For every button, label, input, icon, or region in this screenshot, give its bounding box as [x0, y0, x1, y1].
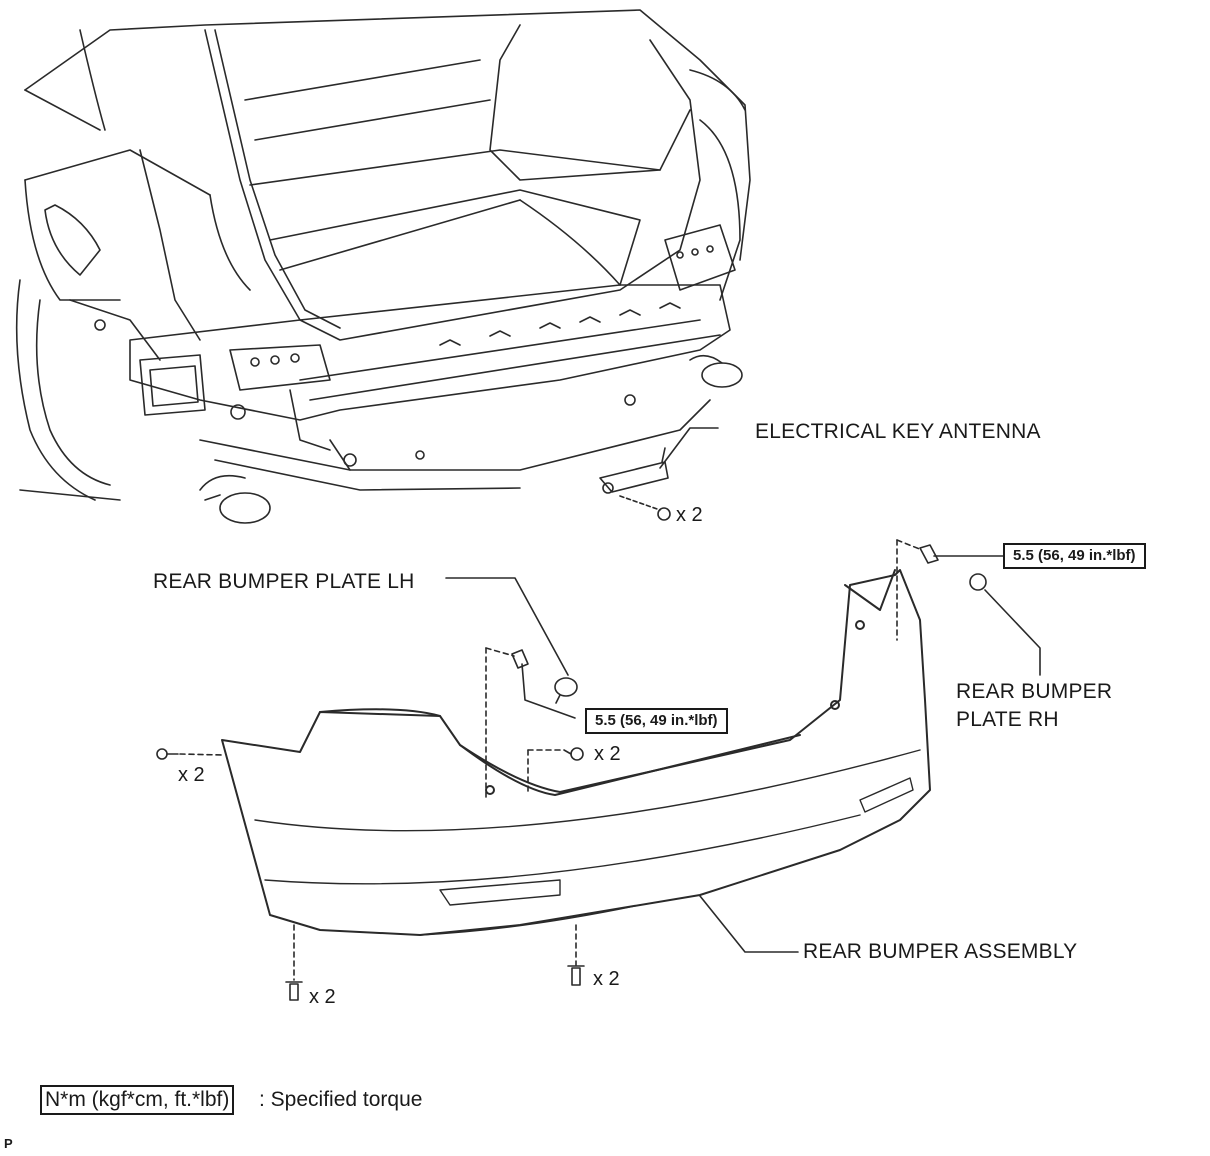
electrical-key-antenna	[599, 427, 719, 494]
rear-bumper-assembly-label: REAR BUMPER ASSEMBLY	[803, 940, 1078, 963]
electrical-key-antenna-label: ELECTRICAL KEY ANTENNA	[755, 420, 1041, 443]
figure-code: P	[4, 1136, 13, 1151]
center-clip-icon	[527, 747, 584, 796]
bottom-left-screw-icon	[285, 924, 303, 1001]
plate-rh-screw-icon	[896, 539, 1004, 641]
rear-bumper-plate-lh	[445, 577, 578, 704]
torque-legend-description: : Specified torque	[259, 1088, 423, 1111]
rear-bumper-plate-rh	[969, 573, 1041, 676]
plate-lh-screw-icon	[485, 647, 576, 801]
bottom-center-screw-count: x 2	[593, 968, 620, 990]
left-side-screw-count: x 2	[178, 764, 205, 786]
vehicle-rear-body	[15, 9, 751, 524]
antenna-nut-count: x 2	[676, 504, 703, 526]
plate-rh-torque-box: 5.5 (56, 49 in.*lbf)	[1003, 543, 1146, 569]
bottom-left-screw-count: x 2	[309, 986, 336, 1008]
rear-bumper-assembly	[221, 569, 931, 936]
left-side-screw-icon	[156, 748, 223, 760]
center-clip-count: x 2	[594, 743, 621, 765]
rear-bumper-plate-lh-label: REAR BUMPER PLATE LH	[153, 570, 415, 593]
rear-bumper-plate-rh-label-line2: PLATE RH	[956, 708, 1059, 731]
rear-bumper-plate-rh-label-line1: REAR BUMPER	[956, 680, 1113, 703]
torque-unit-legend-box: N*m (kgf*cm, ft.*lbf)	[40, 1085, 235, 1115]
bumper-assembly-leader	[699, 895, 799, 953]
antenna-nut-icon	[619, 495, 671, 521]
plate-lh-torque-box: 5.5 (56, 49 in.*lbf)	[585, 708, 728, 734]
bottom-center-screw-icon	[567, 924, 585, 986]
